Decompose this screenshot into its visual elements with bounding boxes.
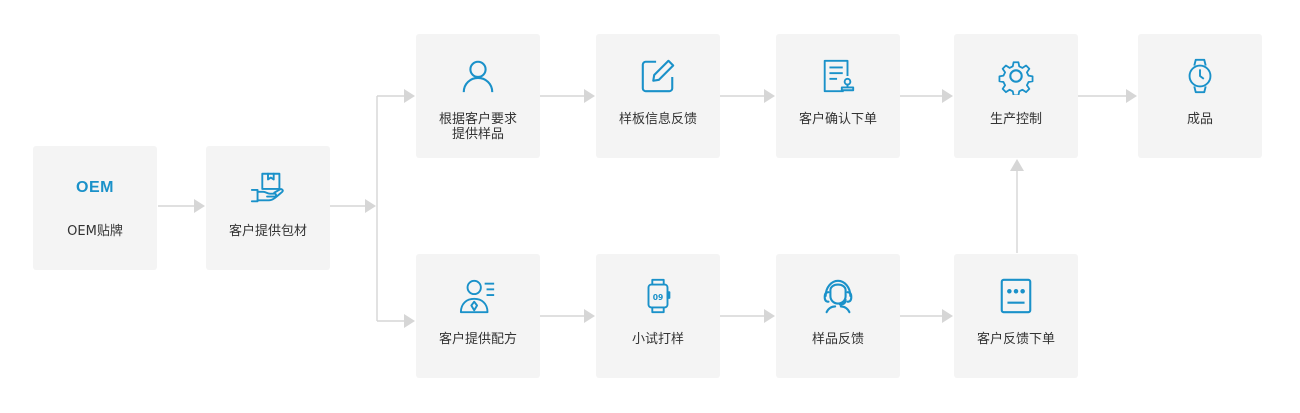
node-label: 小试打样	[631, 332, 684, 347]
node-label: 客户反馈下单	[976, 332, 1055, 347]
node-sample-feedback: 样品反馈	[776, 254, 900, 378]
node-label: 客户提供配方	[438, 332, 517, 347]
node-customer-feedback-order: 客户反馈下单	[954, 254, 1078, 378]
person-list-icon	[416, 276, 540, 316]
node-production-control: 生产控制	[954, 34, 1078, 158]
arrowhead	[365, 199, 376, 213]
node-customer-confirm-order: 客户确认下单	[776, 34, 900, 158]
node-label: 客户提供包材	[228, 224, 307, 239]
node-label: 样板信息反馈	[618, 112, 697, 127]
smartwatch-icon: 09	[596, 276, 720, 316]
watch-icon	[1138, 56, 1262, 96]
node-finished-product: 成品	[1138, 34, 1262, 158]
document-stamp-icon	[776, 56, 900, 96]
arrowhead	[404, 314, 415, 328]
oem-logo: OEM	[33, 168, 157, 208]
node-trial-sample: 09 小试打样	[596, 254, 720, 378]
node-label: OEM贴牌	[67, 224, 123, 239]
node-label: 客户确认下单	[798, 112, 877, 127]
person-icon	[416, 56, 540, 96]
node-label: 生产控制	[989, 112, 1042, 127]
arrowhead	[764, 309, 775, 323]
node-customer-packaging: 客户提供包材	[206, 146, 330, 270]
arrowhead	[1010, 159, 1024, 171]
arrowhead	[584, 89, 595, 103]
screen-icon	[954, 276, 1078, 316]
oem-logo-text: OEM	[76, 179, 114, 196]
headset-icon	[776, 276, 900, 316]
arrowhead	[1126, 89, 1137, 103]
arrowhead	[942, 89, 953, 103]
node-sample-by-request: 根据客户要求 提供样品	[416, 34, 540, 158]
node-customer-formula: 客户提供配方	[416, 254, 540, 378]
node-oem: OEM OEM贴牌	[33, 146, 157, 270]
edit-icon	[596, 56, 720, 96]
arrowhead	[404, 89, 415, 103]
smartwatch-digits: 09	[653, 293, 664, 302]
arrowhead	[942, 309, 953, 323]
gear-icon	[954, 56, 1078, 96]
node-label: 成品	[1186, 112, 1213, 127]
arrowhead	[194, 199, 205, 213]
arrowhead	[764, 89, 775, 103]
node-sample-info-feedback: 样板信息反馈	[596, 34, 720, 158]
node-label: 样品反馈	[811, 332, 864, 347]
arrowhead	[584, 309, 595, 323]
hand-box-icon	[206, 168, 330, 208]
node-label: 根据客户要求 提供样品	[438, 112, 517, 142]
